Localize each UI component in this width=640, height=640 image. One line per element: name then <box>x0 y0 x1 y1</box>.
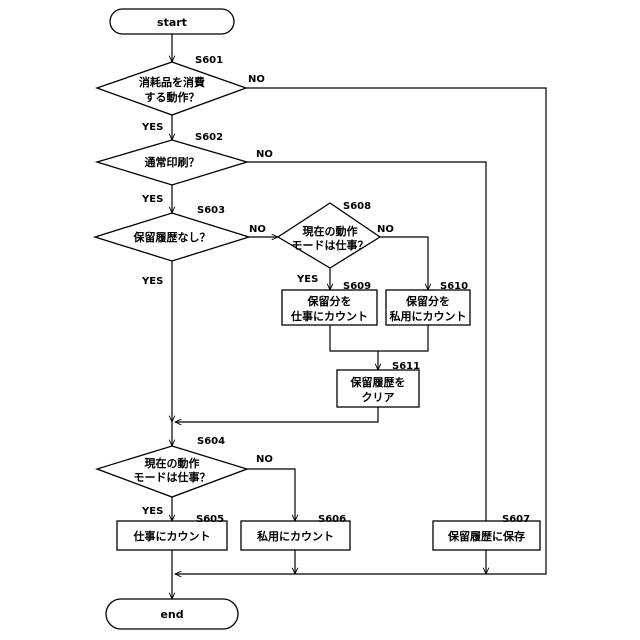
branch-label-s602-no: NO <box>256 149 273 160</box>
process-s610-line-1: 保留分を <box>405 294 450 308</box>
step-label-s608: S608 <box>343 201 371 212</box>
branch-label-s604-no: NO <box>256 454 273 465</box>
edge-s602-no <box>247 162 486 528</box>
decision-s601: 消耗品を消費 する動作？ S601 <box>97 55 246 115</box>
branch-label-s601-no: NO <box>248 74 265 85</box>
step-label-s609: S609 <box>343 281 371 292</box>
branch-label-s608-yes: YES <box>296 274 318 285</box>
decision-s601-line-1: 消耗品を消費 <box>139 75 205 89</box>
step-label-s611: S611 <box>392 361 420 372</box>
decision-s604-line-2: モードは仕事？ <box>134 470 211 484</box>
process-s611-line-1: 保留履歴を <box>350 375 406 389</box>
decision-s608: 現在の動作 モードは仕事？ S608 <box>278 201 380 268</box>
decision-s608-line-1: 現在の動作 <box>303 224 358 238</box>
end-label: end <box>160 608 183 621</box>
branch-label-s603-yes: YES <box>141 276 163 287</box>
decision-s601-line-2: する動作？ <box>145 90 200 104</box>
edge-s611-return <box>175 407 378 422</box>
process-s609-line-1: 保留分を <box>307 294 352 308</box>
process-s605-line-1: 仕事にカウント <box>133 529 211 543</box>
step-label-s601: S601 <box>195 55 223 66</box>
branch-label-s603-no: NO <box>249 224 266 235</box>
branch-label-s604-yes: YES <box>141 506 163 517</box>
decision-s602-line-1: 通常印刷？ <box>145 155 200 169</box>
process-s609-line-2: 仕事にカウント <box>290 309 368 323</box>
start-label: start <box>157 16 187 29</box>
decision-s608-line-2: モードは仕事？ <box>292 238 369 252</box>
process-s611-line-2: クリア <box>362 391 395 404</box>
process-s606-line-1: 私用にカウント <box>257 529 334 543</box>
decision-s602: 通常印刷？ S602 <box>97 132 247 185</box>
edge-s609-down <box>330 325 378 351</box>
end-node: end <box>106 599 238 629</box>
step-label-s605: S605 <box>196 514 224 525</box>
start-node: start <box>110 9 234 34</box>
decision-s603: 保留履歴なし？ S603 <box>95 205 249 261</box>
edge-s608-no <box>380 237 428 290</box>
step-label-s602: S602 <box>195 132 223 143</box>
step-label-s606: S606 <box>318 514 346 525</box>
step-label-s603: S603 <box>197 205 225 216</box>
edge-s604-no <box>247 469 295 521</box>
branch-label-s601-yes: YES <box>141 122 163 133</box>
decision-s603-line-1: 保留履歴なし？ <box>133 230 211 244</box>
branch-label-s602-yes: YES <box>141 194 163 205</box>
step-label-s607: S607 <box>502 514 530 525</box>
edge-s610-down <box>378 325 428 351</box>
branch-label-s608-no: NO <box>377 224 394 235</box>
step-label-s610: S610 <box>440 281 468 292</box>
step-label-s604: S604 <box>197 436 225 447</box>
process-s610-line-2: 私用にカウント <box>390 309 467 323</box>
process-s607-line-1: 保留履歴に保存 <box>447 529 525 543</box>
decision-s604-line-1: 現在の動作 <box>145 456 200 470</box>
